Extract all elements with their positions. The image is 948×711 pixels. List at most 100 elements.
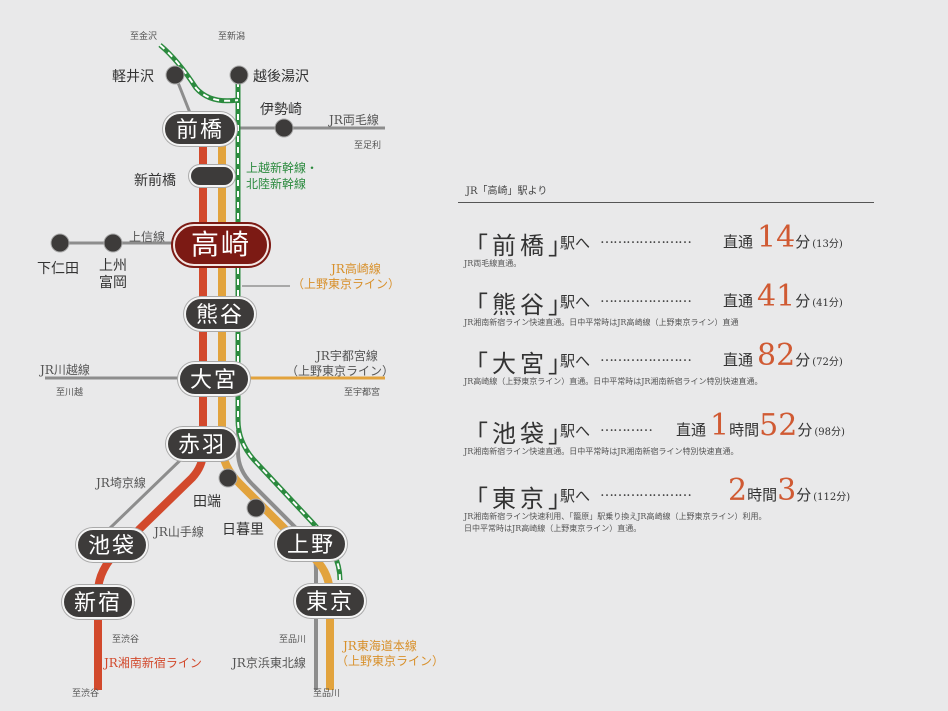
dir-shinagawa-a: 至品川	[279, 635, 307, 645]
dir-niigata: 至新潟	[218, 32, 246, 42]
off-peak-time: (112分)	[813, 492, 851, 503]
time-unit: 時間	[747, 486, 778, 504]
leader-dots: …………………	[600, 231, 692, 247]
dir-kawagoe: 至川越	[56, 388, 84, 398]
station-nippori: 日暮里	[222, 522, 264, 538]
route-note-line: JR両毛線直通。	[464, 259, 522, 268]
time-number: 52	[759, 408, 798, 443]
travel-time: 2時間3分(112分)	[728, 473, 850, 508]
time-unit: 分	[795, 292, 811, 310]
route-note: JR湘南新宿ライン快速直通。日中平常時はJR高崎線（上野東京ライン）直通	[464, 317, 738, 329]
direct-label: 直通	[723, 351, 754, 369]
line-takasaki-2: （上野東京ライン）	[292, 277, 401, 291]
leader-dots: …………………	[600, 349, 692, 365]
station-kumagaya: 熊谷	[184, 297, 256, 331]
dir-shinagawa-b: 至品川	[313, 689, 341, 699]
dir-utsunomiya: 至宇都宮	[344, 388, 381, 398]
line-yamanote: JR山手線	[154, 525, 204, 539]
route-note: JR両毛線直通。	[464, 258, 521, 270]
station-shimonita: 下仁田	[37, 261, 79, 277]
leader-dots: …………	[600, 419, 653, 435]
route-note-line: JR湘南新宿ライン快速直通。日中平常時はJR高崎線（上野東京ライン）直通	[464, 318, 739, 327]
panel-heading: JR「高崎」駅より	[466, 186, 548, 197]
off-peak-time: (72分)	[812, 357, 843, 368]
station-tokyo: 東京	[294, 584, 366, 618]
line-kawagoe: JR川越線	[40, 363, 90, 377]
station-shin-maebashi-marker	[189, 165, 235, 187]
time-unit: 分	[795, 351, 811, 369]
shinkansen-line	[235, 70, 343, 581]
time-unit: 分	[797, 421, 813, 439]
off-peak-time: (41分)	[812, 298, 843, 309]
time-number: 2	[728, 473, 748, 508]
station-ikebukuro: 池袋	[76, 528, 148, 562]
line-joetsu-hokuriku-2: 北陸新幹線	[246, 177, 307, 191]
leader-dots: …………………	[600, 484, 692, 500]
destination-name: 「熊谷」	[464, 291, 576, 319]
direct-label: 直通	[723, 233, 754, 251]
dir-shibuya-a: 至渋谷	[112, 635, 140, 645]
station-karuizawa: 軽井沢	[112, 69, 154, 85]
station-shinjuku: 新宿	[62, 585, 134, 619]
destination-suffix: 駅へ	[560, 422, 591, 440]
line-utsunomiya-1: JR宇都宮線	[316, 349, 378, 363]
echigo-yuzawa-dot	[229, 65, 249, 85]
tabata-dot	[218, 468, 238, 488]
line-saikyo: JR埼京線	[96, 476, 146, 490]
time-number: 41	[757, 279, 796, 314]
route-note-line: JR湘南新宿ライン快速利用、「籠原」駅乗り換えJR高崎線（上野東京ライン）利用。	[464, 512, 767, 521]
off-peak-time: (98分)	[814, 427, 845, 438]
destination-suffix: 駅へ	[560, 352, 591, 370]
line-tokaido-2: （上野東京ライン）	[336, 654, 445, 668]
route-note: JR湘南新宿ライン快速直通。日中平常時はJR湘南新宿ライン特別快速直通。	[464, 446, 738, 458]
isesaki-dot	[274, 118, 294, 138]
destination-name: 「前橋」	[464, 232, 576, 260]
leader-dots: …………………	[600, 290, 692, 306]
route-note-line: JR湘南新宿ライン快速直通。日中平常時はJR湘南新宿ライン特別快速直通。	[464, 447, 739, 456]
time-number: 82	[757, 338, 796, 373]
station-akabane: 赤羽	[166, 427, 238, 461]
panel-divider	[458, 202, 874, 203]
time-unit: 時間	[729, 421, 760, 439]
line-utsunomiya-2: （上野東京ライン）	[286, 364, 395, 378]
route-note: JR湘南新宿ライン快速利用、「籠原」駅乗り換えJR高崎線（上野東京ライン）利用。…	[464, 511, 766, 535]
destination-suffix: 駅へ	[560, 487, 591, 505]
off-peak-time: (13分)	[812, 239, 843, 250]
route-note-line: JR高崎線（上野東京ライン）直通。日中平常時はJR湘南新宿ライン特別快速直通。	[464, 377, 763, 386]
time-number: 3	[777, 473, 797, 508]
destination-suffix: 駅へ	[560, 293, 591, 311]
destination-name: 「東京」	[464, 485, 576, 513]
line-tokaido-1: JR東海道本線	[343, 639, 417, 653]
direct-label: 直通	[723, 292, 754, 310]
joshu-tomioka-dot	[103, 233, 123, 253]
line-joetsu-hokuriku-1: 上越新幹線・	[246, 161, 319, 175]
dir-ashikaga: 至足利	[354, 141, 382, 151]
direct-label: 直通	[676, 421, 707, 439]
dir-shibuya-b: 至渋谷	[72, 689, 100, 699]
time-unit: 分	[795, 233, 811, 251]
line-shonan-shinjuku: JR湘南新宿ライン	[104, 656, 202, 670]
destination-suffix: 駅へ	[560, 234, 591, 252]
station-isesaki: 伊勢崎	[260, 102, 302, 118]
station-takasaki: 高崎	[173, 224, 269, 266]
destination-name: 「大宮」	[464, 350, 576, 378]
line-takasaki-1: JR高崎線	[331, 262, 381, 276]
station-joshu-tomioka: 上州富岡	[99, 258, 127, 291]
station-tabata: 田端	[193, 494, 221, 510]
line-ryomo: JR両毛線	[329, 113, 379, 127]
nippori-dot	[246, 498, 266, 518]
time-unit: 分	[796, 486, 812, 504]
station-echigo-yuzawa: 越後湯沢	[253, 69, 309, 85]
station-ueno: 上野	[275, 527, 347, 561]
line-joshin: 上信線	[129, 230, 166, 244]
shimonita-dot	[50, 233, 70, 253]
station-shin-maebashi: 新前橋	[134, 173, 176, 189]
karuizawa-dot	[165, 65, 185, 85]
time-number: 14	[757, 220, 796, 255]
station-omiya: 大宮	[178, 362, 250, 396]
route-note: JR高崎線（上野東京ライン）直通。日中平常時はJR湘南新宿ライン特別快速直通。	[464, 376, 762, 388]
